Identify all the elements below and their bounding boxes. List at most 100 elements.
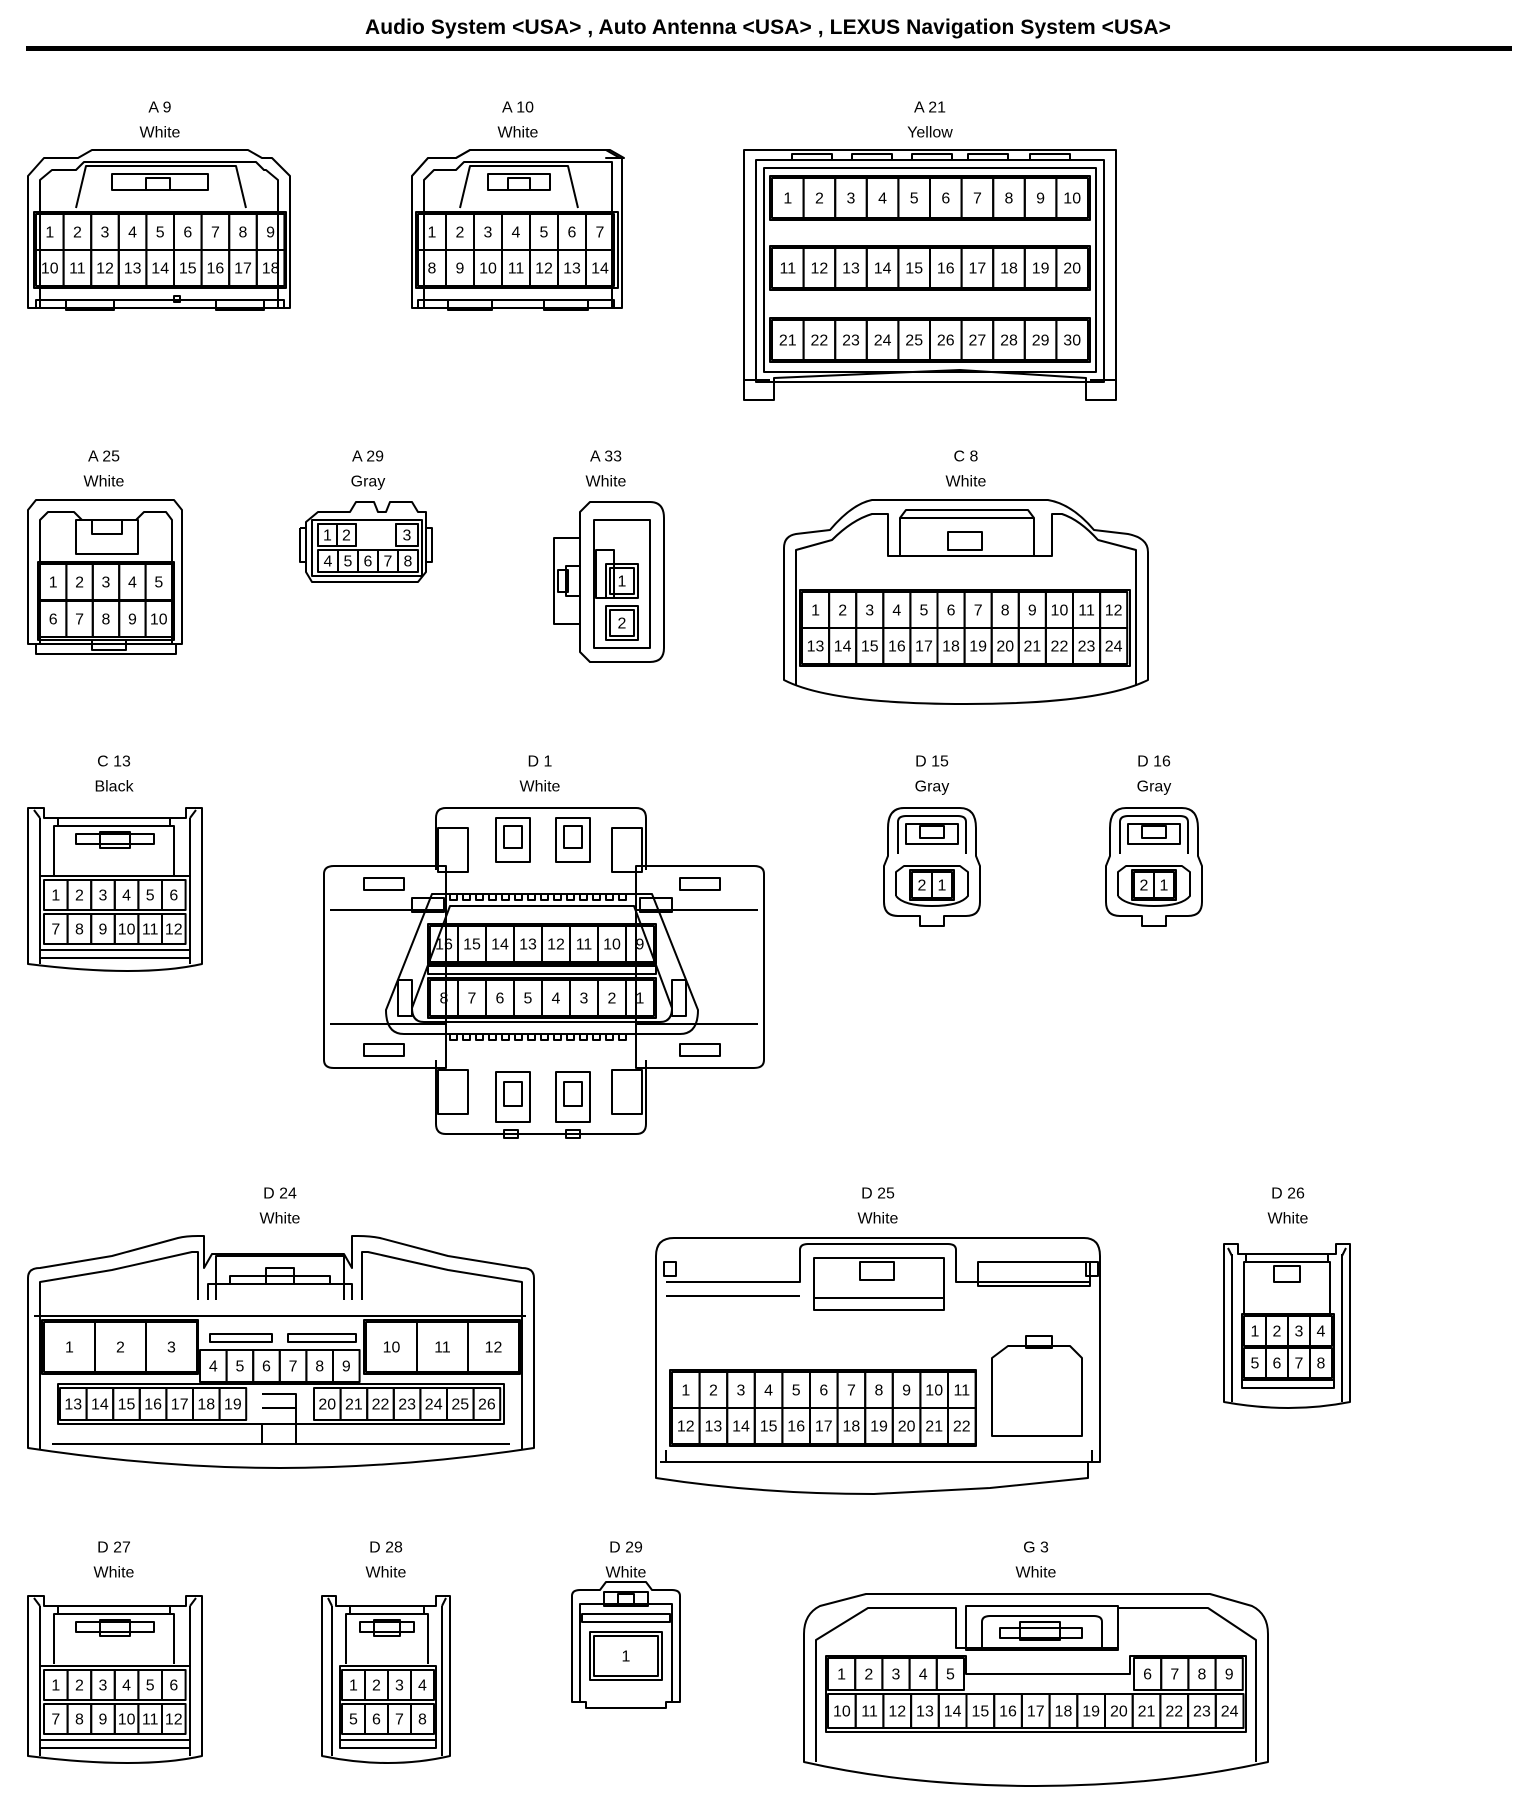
pin-cell: 8 [417,249,447,287]
pin-number: 10 [833,1704,851,1721]
pin-number: 23 [1078,639,1096,656]
pin-number: 4 [122,888,131,905]
pin-cell: 22 [802,319,837,361]
pin-number: 19 [1082,1704,1100,1721]
pin-cell: 18 [255,249,286,287]
pin-cell: 25 [446,1387,475,1421]
pin-cell: 14 [485,925,515,963]
pin-cell: 14 [865,247,900,289]
pin-number: 7 [211,225,220,242]
pin-cell: 2 [65,563,94,601]
pin-cell: 5 [225,1349,255,1383]
pin-cell: 4 [410,1669,435,1701]
pin-number: 7 [75,612,84,629]
pin-cell: 16 [200,249,231,287]
pin-number: 16 [787,1419,805,1436]
connector-id: D 16 [1137,754,1171,771]
pin-cell: 4 [1309,1315,1333,1347]
pin-cell: 12 [802,247,837,289]
pin-number: 3 [892,1667,901,1684]
pin-cell: 6 [929,177,963,219]
pin-number: 2 [342,528,351,545]
pin-number: 12 [96,261,114,278]
pin-cell: 7 [1160,1657,1190,1691]
connector-color: White [94,1565,135,1582]
pin-number: 3 [580,991,589,1008]
pin-cell: 2 [911,871,933,899]
pin-cell: 13 [801,627,831,665]
pin-number: 8 [239,225,248,242]
pin-cell: 9 [625,925,655,963]
pin-cell: 8 [864,1371,894,1409]
pin-cell: 2 [1265,1315,1289,1347]
pin-number: 18 [197,1397,215,1414]
pin-number: 7 [973,191,982,208]
pin-number: 3 [847,191,856,208]
pin-number: 3 [99,888,108,905]
connector-color: White [140,125,181,142]
connector-id: D 15 [915,754,949,771]
connector-color: White [498,125,539,142]
pin-number: 6 [169,1678,178,1695]
pin-cell: 13 [117,249,148,287]
pin-cell: 16 [781,1407,812,1445]
pin-cell: 1 [801,591,831,629]
pin-number: 11 [434,1340,451,1357]
pin-cell: 1 [1243,1315,1267,1347]
pin-number: 24 [874,333,892,350]
pin-number: 7 [596,225,605,242]
pin-number: 22 [953,1419,971,1436]
pin-cell: 4 [882,591,912,629]
pin-number: 1 [622,1649,631,1666]
pin-number: 5 [156,225,165,242]
pin-number: 9 [1225,1667,1234,1684]
connector-id: D 26 [1271,1186,1305,1203]
pin-cell: 5 [145,213,175,251]
pin-number: 22 [1165,1704,1183,1721]
pin-number: 1 [811,603,820,620]
pin-number: 23 [1193,1704,1211,1721]
pin-number: 8 [875,1383,884,1400]
pin-cell: 19 [864,1407,894,1445]
pin-number: 14 [491,937,509,954]
pin-cell: 3 [145,1321,198,1373]
pin-number: 9 [266,225,275,242]
pin-number: 10 [118,1712,136,1729]
pin-number: 19 [1032,261,1050,278]
pin-cell: 27 [960,319,995,361]
pin-cell: 1 [827,1657,857,1691]
pin-cell: 2 [854,1657,884,1691]
pin-number: 1 [1160,878,1169,895]
pin-number: 28 [1000,333,1018,350]
pin-cell: 3 [855,591,885,629]
pin-number: 5 [524,991,533,1008]
pin-number: 21 [925,1419,943,1436]
pin-number: 6 [1273,1356,1282,1373]
pin-cell: 7 [457,979,487,1017]
pin-cell: 16 [882,627,912,665]
pin-number: 17 [815,1419,833,1436]
pin-cell: 3 [395,523,419,547]
pin-number: 4 [324,554,333,571]
pin-cell: 4 [908,1657,938,1691]
pin-number: 13 [705,1419,723,1436]
pin-cell: 11 [947,1371,977,1409]
pin-cell: 13 [513,925,543,963]
pin-number: 13 [563,261,581,278]
pin-cell: 21 [339,1387,369,1421]
pin-number: 11 [861,1704,878,1721]
pin-cell: 1 [625,979,655,1017]
pin-cell: 7 [387,1703,412,1735]
pin-number: 1 [45,225,54,242]
pin-cell: 11 [854,1693,885,1729]
pin-number: 6 [262,1359,271,1376]
pin-number: 9 [456,261,465,278]
pin-number: 25 [905,333,923,350]
pin-cell: 12 [90,249,120,287]
pin-cell: 1 [39,563,68,601]
connector-color: White [858,1211,899,1228]
pin-cell: 15 [855,627,885,665]
